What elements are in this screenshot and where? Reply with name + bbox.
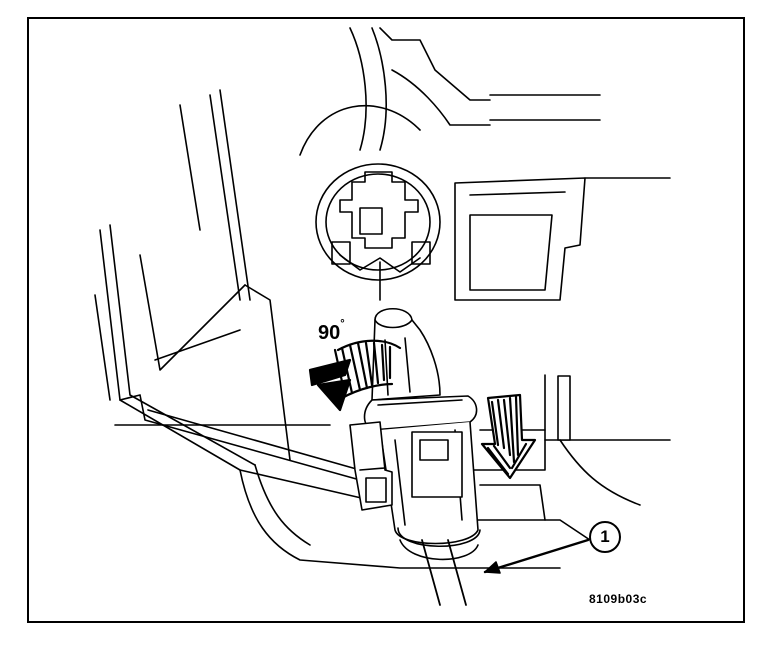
figure-code: 8109b03c bbox=[589, 592, 648, 606]
wire-cable bbox=[421, 539, 467, 606]
right-bracket bbox=[454, 177, 671, 301]
socket-mount bbox=[315, 163, 441, 301]
callout-number: 1 bbox=[600, 527, 610, 546]
upper-housing bbox=[299, 27, 601, 156]
callout-leader bbox=[483, 521, 621, 574]
rotation-angle-label: 90° bbox=[318, 318, 345, 344]
bulb-socket-body bbox=[363, 395, 481, 561]
downward-arrow bbox=[480, 393, 537, 480]
socket-lock-tab bbox=[349, 421, 393, 511]
rotation-arrow bbox=[308, 339, 402, 412]
left-panel bbox=[94, 89, 561, 569]
